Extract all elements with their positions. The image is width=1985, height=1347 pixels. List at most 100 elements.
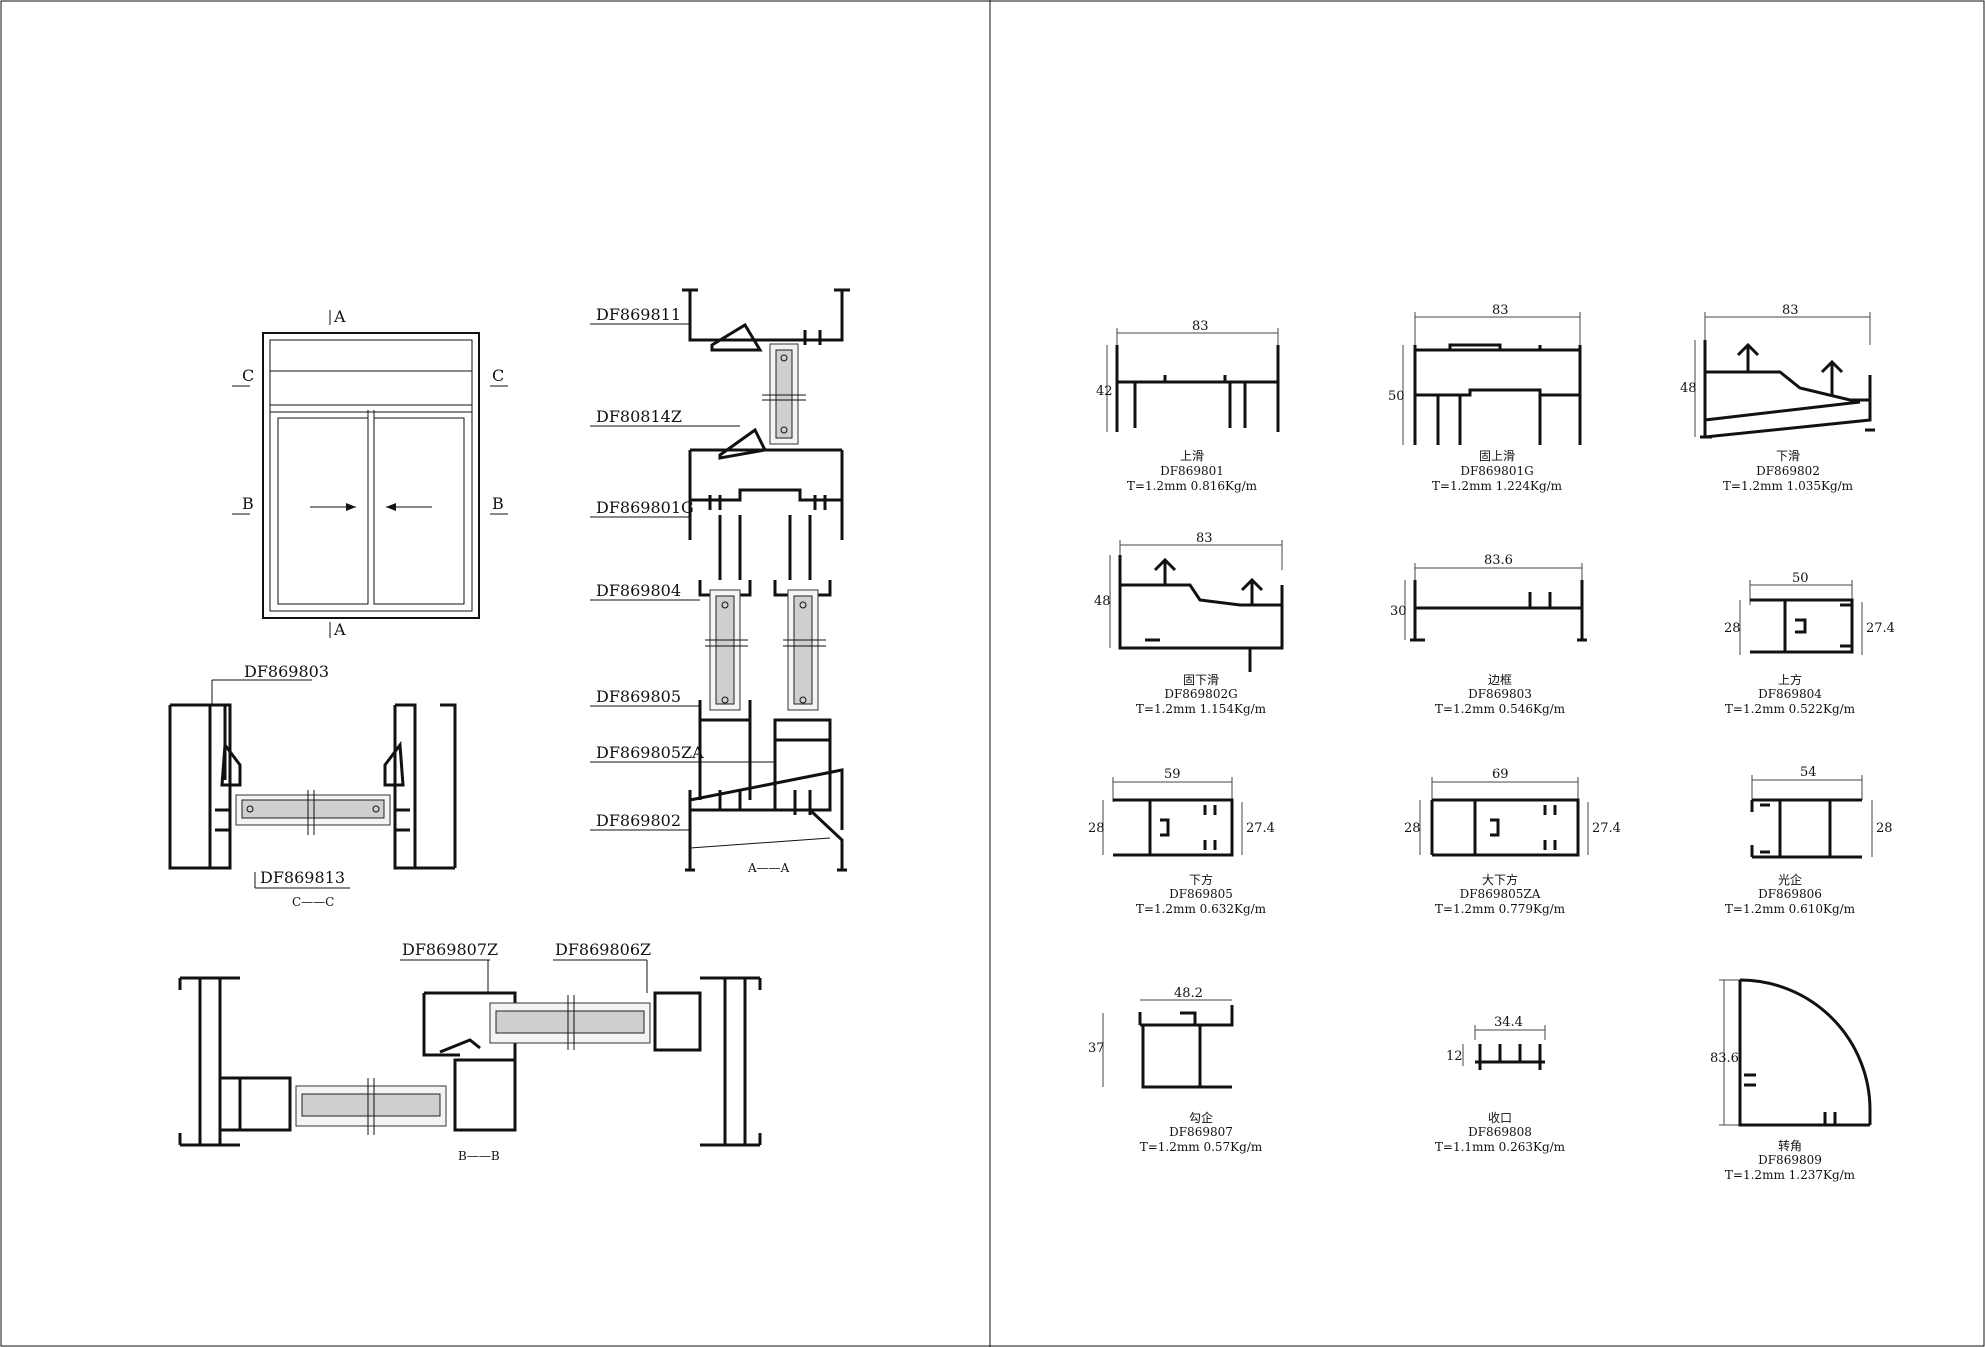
callout-df869801g: DF869801G xyxy=(596,498,694,517)
dim-height: 12 xyxy=(1446,1049,1463,1064)
section-bb: B——B DF869807Z DF869806Z xyxy=(178,940,762,1163)
dim-height: 48 xyxy=(1680,381,1697,396)
dim-height-inner: 27.4 xyxy=(1246,821,1275,836)
profile-code-2: DF869801G xyxy=(1460,464,1533,478)
profile-spec-3: T=1.2mm 1.035Kg/m xyxy=(1723,479,1854,493)
profile-df869803: 83.6 30 xyxy=(1390,553,1587,642)
profile-spec-12: T=1.2mm 1.237Kg/m xyxy=(1725,1168,1856,1182)
profile-df869804: 50 28 27.4 xyxy=(1724,571,1895,655)
profile-code-10: DF869807 xyxy=(1169,1125,1233,1139)
profile-name-8: 大下方 xyxy=(1482,872,1518,887)
section-aa: A——A DF869811 DF80814Z DF869801G DF86980… xyxy=(590,288,850,875)
callout-df869807z: DF869807Z xyxy=(402,940,498,959)
dim-height-inner: 27.4 xyxy=(1592,821,1621,836)
section-mark-b-right: B xyxy=(492,494,504,513)
window-elevation: A A C C B B xyxy=(232,307,508,639)
profile-code-9: DF869806 xyxy=(1758,887,1822,901)
profile-name-7: 下方 xyxy=(1189,872,1213,887)
profile-spec-7: T=1.2mm 0.632Kg/m xyxy=(1136,902,1267,916)
profile-df869805: 59 28 27.4 xyxy=(1088,767,1275,857)
section-bb-title: B——B xyxy=(458,1149,500,1163)
section-mark-b-left: B xyxy=(242,494,254,513)
profile-df869806: 54 28 xyxy=(1750,765,1893,859)
profile-code-12: DF869809 xyxy=(1758,1153,1822,1167)
dim-height: 30 xyxy=(1390,604,1407,619)
profile-spec-2: T=1.2mm 1.224Kg/m xyxy=(1432,479,1563,493)
profile-df869809: 83.6 xyxy=(1710,978,1872,1127)
callout-df869806z: DF869806Z xyxy=(555,940,651,959)
profile-code-8: DF869805ZA xyxy=(1460,887,1541,901)
profile-df869805za: 69 28 27.4 xyxy=(1404,767,1621,857)
dim-height: 37 xyxy=(1088,1041,1105,1056)
section-mark-a-bottom: A xyxy=(333,620,346,639)
dim-height-inner: 27.4 xyxy=(1866,621,1895,636)
callout-df869802: DF869802 xyxy=(596,811,681,830)
profile-code-1: DF869801 xyxy=(1160,464,1224,478)
dim-width: 54 xyxy=(1800,765,1817,780)
dim-height: 48 xyxy=(1094,594,1111,609)
section-cc: DF869803 DF869813 C——C xyxy=(168,662,457,909)
dim-width: 83 xyxy=(1192,319,1209,334)
section-mark-c-right: C xyxy=(492,366,504,385)
profile-code-5: DF869803 xyxy=(1468,687,1532,701)
profile-name-6: 上方 xyxy=(1778,672,1802,687)
profile-name-12: 转角 xyxy=(1778,1138,1802,1153)
dim-height: 50 xyxy=(1388,389,1405,404)
profile-code-3: DF869802 xyxy=(1756,464,1820,478)
callout-df869805za: DF869805ZA xyxy=(596,743,704,762)
profile-name-3: 下滑 xyxy=(1776,449,1800,463)
profile-df869802: 83 48 xyxy=(1680,303,1875,439)
profile-name-5: 边框 xyxy=(1488,673,1512,687)
slide-arrow-left-icon xyxy=(386,503,432,511)
profile-df869808: 34.4 12 xyxy=(1446,1015,1546,1070)
dim-width: 50 xyxy=(1792,571,1809,586)
profile-spec-9: T=1.2mm 0.610Kg/m xyxy=(1725,902,1856,916)
section-aa-title: A——A xyxy=(747,861,790,875)
profile-spec-6: T=1.2mm 0.522Kg/m xyxy=(1725,702,1856,716)
profile-spec-11: T=1.1mm 0.263Kg/m xyxy=(1435,1140,1566,1154)
dim-width: 69 xyxy=(1492,767,1509,782)
dim-width: 59 xyxy=(1164,767,1181,782)
section-cc-title: C——C xyxy=(292,895,334,909)
profile-name-10: 勾企 xyxy=(1189,1110,1213,1125)
profile-spec-8: T=1.2mm 0.779Kg/m xyxy=(1435,902,1566,916)
profile-df869801g: 83 50 xyxy=(1388,303,1582,445)
dim-width: 48.2 xyxy=(1174,986,1203,1001)
profile-name-1: 上滑 xyxy=(1180,449,1204,463)
section-mark-a-top: A xyxy=(333,307,346,326)
dim-height: 42 xyxy=(1096,384,1113,399)
slide-arrow-right-icon xyxy=(310,503,356,511)
callout-df869813: DF869813 xyxy=(260,868,345,887)
profile-name-11: 收口 xyxy=(1488,1111,1512,1125)
profile-df869802g: 83 48 xyxy=(1094,531,1284,672)
dim-width: 34.4 xyxy=(1494,1015,1523,1030)
profile-code-6: DF869804 xyxy=(1758,687,1822,701)
dim-width: 83.6 xyxy=(1484,553,1513,568)
dim-width: 83 xyxy=(1196,531,1213,546)
profile-spec-4: T=1.2mm 1.154Kg/m xyxy=(1136,702,1267,716)
profile-name-2: 固上滑 xyxy=(1479,449,1515,463)
callout-df80814z: DF80814Z xyxy=(596,407,682,426)
profile-name-9: 光企 xyxy=(1778,872,1802,887)
callout-df869804: DF869804 xyxy=(596,581,681,600)
callout-df869803: DF869803 xyxy=(244,662,329,681)
profile-name-4: 固下滑 xyxy=(1183,673,1219,687)
callout-df869811: DF869811 xyxy=(596,305,681,324)
dim-height: 28 xyxy=(1876,821,1893,836)
callout-df869805: DF869805 xyxy=(596,687,681,706)
profile-code-7: DF869805 xyxy=(1169,887,1233,901)
profile-code-11: DF869808 xyxy=(1468,1125,1532,1139)
callouts-aa: DF869811 DF80814Z DF869801G DF869804 DF8… xyxy=(590,305,775,831)
dim-height: 28 xyxy=(1088,821,1105,836)
dim-width: 83 xyxy=(1492,303,1509,318)
section-mark-c-left: C xyxy=(242,366,254,385)
profile-spec-10: T=1.2mm 0.57Kg/m xyxy=(1140,1140,1263,1154)
dim-height: 28 xyxy=(1404,821,1421,836)
profile-df869801: 83 42 xyxy=(1096,319,1280,432)
dim-height: 28 xyxy=(1724,621,1741,636)
dim-height: 83.6 xyxy=(1710,1051,1739,1066)
profile-df869807: 48.2 37 xyxy=(1088,986,1234,1089)
dim-width: 83 xyxy=(1782,303,1799,318)
